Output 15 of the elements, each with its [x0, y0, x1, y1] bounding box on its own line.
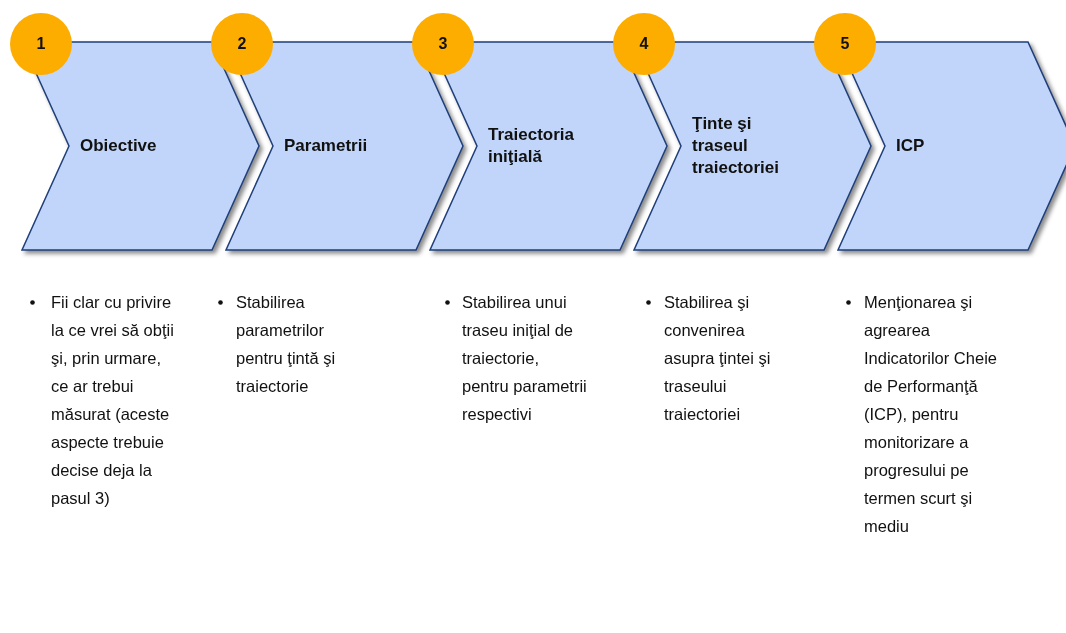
step-number-circle: 1 — [10, 13, 72, 75]
step-number-circle: 3 — [412, 13, 474, 75]
step-title: Parametrii — [284, 135, 368, 157]
step-title: Obiective — [80, 135, 157, 157]
bullet-text: Stabilirea şi convenirea asupra ţintei şi traseului traiectoriei — [664, 292, 772, 425]
step-title: Ţinte şi traseul traiectoriei — [692, 113, 780, 179]
bullet-text: Menţionarea şi agrearea Indicatorilor Cheie de Performanţă (ICP), pentru monitorizare a progresului pe termen scurt şi mediu — [864, 292, 998, 537]
step-number-circle: 4 — [613, 13, 675, 75]
bullet-text: Fii clar cu privire la ce vrei să obţii şi, prin urmare, ce ar trebui măsurat (aceste aspecte trebuie decise deja la pasul 3) — [51, 292, 175, 509]
step-number-circle: 2 — [211, 13, 273, 75]
step-title: ICP — [896, 135, 925, 157]
bullet-text: Stabilirea parametrilor pentru ţintă şi traiectorie — [236, 292, 337, 397]
step-title: Traiectoria iniţială — [488, 124, 575, 168]
bullet-text: Stabilirea unui traseu iniţial de traiectorie, pentru parametrii respectivi — [462, 292, 588, 425]
step-number-circle: 5 — [814, 13, 876, 75]
